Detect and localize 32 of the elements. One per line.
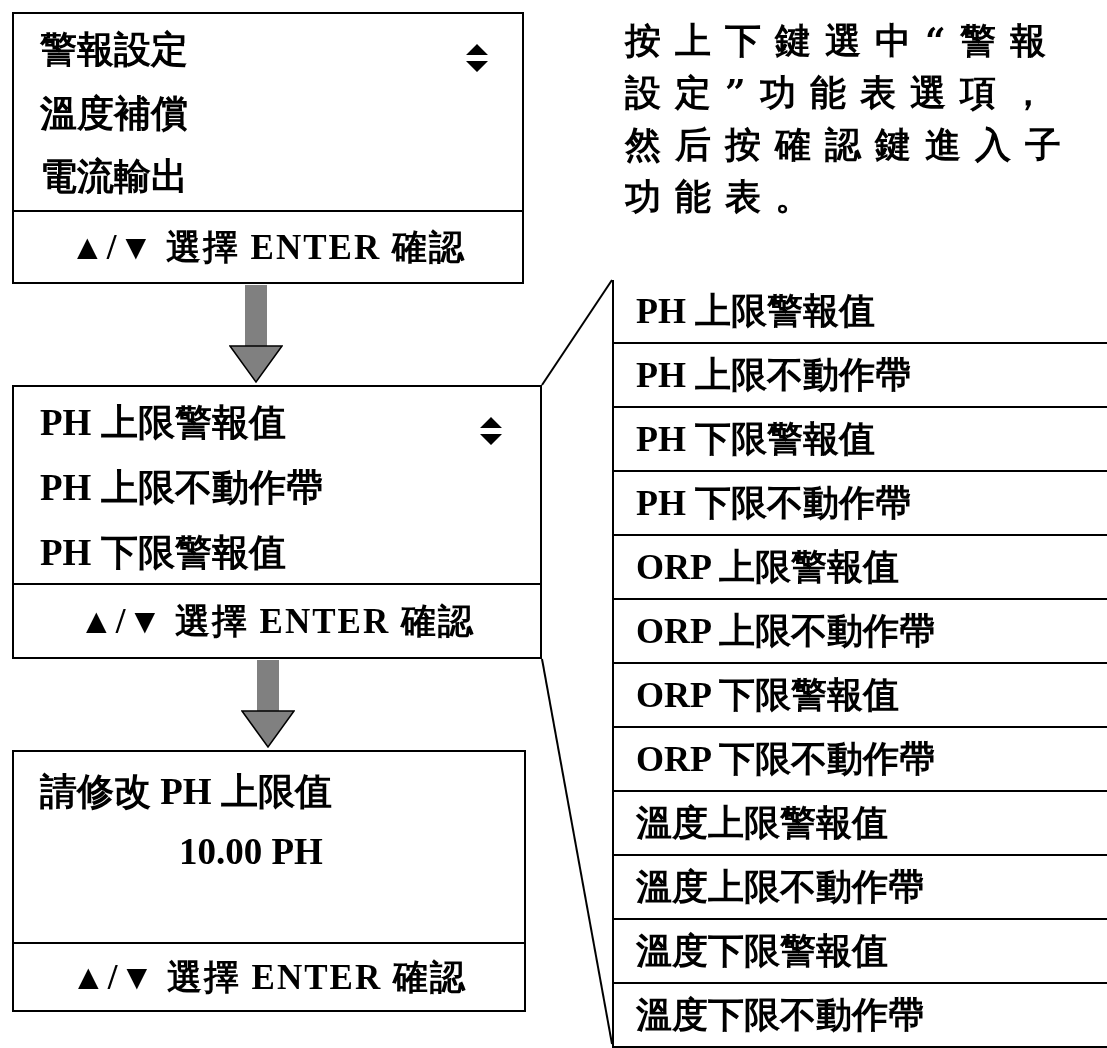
key-hint-bar: ▲/▼ 選擇 ENTER 確認 [14,210,522,282]
lcd-screen-box [12,12,524,284]
menu-text: 請修改 PH 上限值 [40,770,332,814]
callout-line [541,658,613,1045]
instruction-text: 按上下鍵選中“警報設定”功能表選項，然后按確認鍵進入子功能表。 [625,18,1076,219]
menu-row: 溫度上限警報值 [614,792,1107,856]
menu-text: 10.00 PH [179,830,323,874]
menu-text: 溫度補償 [40,92,188,136]
menu-row: 溫度下限警報值 [614,920,1107,984]
menu-table [612,280,1107,1048]
menu-row: 溫度上限不動作帶 [614,856,1107,920]
menu-text: 電流輸出 [40,155,188,199]
menu-row: PH 下限不動作帶 [614,472,1107,536]
block-arrow [229,285,283,383]
menu-row: ORP 下限警報值 [614,664,1107,728]
menu-text: PH 上限警報值 [40,401,286,445]
menu-row: 溫度下限不動作帶 [614,984,1107,1048]
callout-line [541,279,613,386]
menu-text: 警報設定 [40,28,188,72]
menu-text: PH 下限警報值 [40,531,286,575]
menu-row: ORP 上限不動作帶 [614,600,1107,664]
key-hint-bar: ▲/▼ 選擇 ENTER 確認 [14,583,540,657]
menu-text: PH 上限不動作帶 [40,466,323,510]
menu-row: PH 上限警報值 [614,280,1107,344]
lcd-screen-box [12,385,542,659]
lcd-screen-box [12,750,526,1012]
menu-row: PH 上限不動作帶 [614,344,1107,408]
block-arrow [241,660,295,748]
menu-row: ORP 上限警報值 [614,536,1107,600]
key-hint-bar: ▲/▼ 選擇 ENTER 確認 [14,942,524,1010]
menu-row: ORP 下限不動作帶 [614,728,1107,792]
menu-row: PH 下限警報值 [614,408,1107,472]
